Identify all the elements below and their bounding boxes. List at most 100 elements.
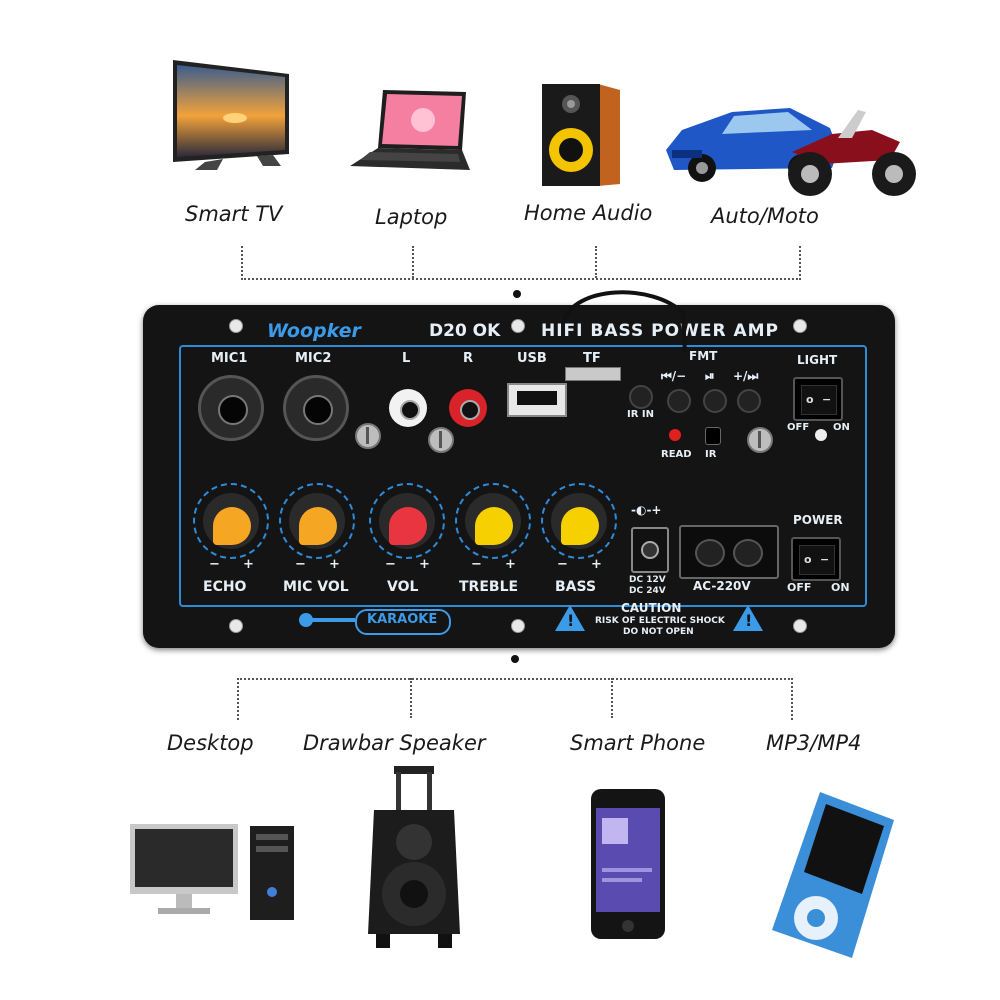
- mic1-jack[interactable]: [198, 375, 264, 441]
- smartphone-icon: [590, 788, 666, 940]
- echo-label: ECHO: [203, 579, 247, 595]
- tf-card-slot[interactable]: [565, 367, 621, 381]
- prev-button[interactable]: [667, 389, 691, 413]
- mic-vol-knob[interactable]: [279, 483, 355, 559]
- prev-label: ⏮/−: [661, 369, 687, 383]
- right-input-label: R: [463, 351, 474, 366]
- karaoke-badge: [355, 609, 451, 635]
- smart-tv-label: Smart TV: [185, 202, 283, 226]
- treble-plus: +: [505, 557, 516, 572]
- bottom-connector-line: [237, 678, 793, 720]
- usb-port[interactable]: [507, 383, 567, 417]
- auto-moto-label: Auto/Moto: [711, 204, 819, 228]
- laptop-label: Laptop: [375, 205, 448, 229]
- top-connector-mid-right: [595, 246, 597, 278]
- model-name: D20 OK: [429, 321, 501, 341]
- ac-power-socket[interactable]: [679, 525, 779, 579]
- mp3-mp4-label: MP3/MP4: [766, 731, 862, 755]
- next-button[interactable]: [737, 389, 761, 413]
- screw-icon: [511, 619, 525, 633]
- power-on-label: ON: [831, 581, 850, 594]
- light-on-label: ON: [833, 422, 850, 433]
- ir-label: IR: [705, 449, 717, 460]
- warning-triangle-icon: [733, 605, 763, 631]
- read-label: READ: [661, 449, 692, 460]
- vol-minus: −: [385, 557, 396, 572]
- dc-power-jack[interactable]: [631, 527, 669, 573]
- top-connector-dot: [513, 290, 521, 298]
- bottom-connector-mid-right: [611, 678, 613, 718]
- caution-title: CAUTION: [621, 601, 682, 615]
- microphone-handle: [311, 618, 355, 622]
- bass-plus: +: [591, 557, 602, 572]
- car-motorcycle-icon: [662, 90, 920, 202]
- rca-right-input[interactable]: [449, 389, 487, 427]
- screw-icon: [793, 619, 807, 633]
- rca-left-input[interactable]: [389, 389, 427, 427]
- light-off-label: OFF: [787, 422, 810, 433]
- amplifier-panel: Woopker D20 OK HIFI BASS POWER AMP MIC1 …: [143, 290, 895, 648]
- usb-cable: [561, 290, 687, 354]
- screw-icon: [793, 319, 807, 333]
- vol-label: VOL: [387, 579, 419, 595]
- speaker-icon: [540, 80, 622, 190]
- trim-pot-icon[interactable]: [747, 427, 773, 453]
- vol-knob[interactable]: [369, 483, 445, 559]
- treble-label: TREBLE: [459, 579, 519, 595]
- laptop-icon: [348, 88, 473, 178]
- light-label: LIGHT: [797, 353, 838, 367]
- mic-vol-minus: −: [295, 557, 306, 572]
- dc-voltage-line1: DC 12V: [629, 575, 666, 585]
- dc-voltage-line2: DC 24V: [629, 586, 666, 596]
- next-label: +/⏭: [733, 369, 759, 383]
- bottom-connector-dot: [511, 655, 519, 663]
- mic-vol-plus: +: [329, 557, 340, 572]
- trim-pot-icon[interactable]: [428, 427, 454, 453]
- bass-label: BASS: [555, 579, 597, 595]
- ir-receiver: [705, 427, 721, 445]
- drawbar-speaker-label: Drawbar Speaker: [303, 731, 486, 755]
- read-led: [669, 429, 681, 441]
- play-pause-button[interactable]: [703, 389, 727, 413]
- bass-minus: −: [557, 557, 568, 572]
- power-off-label: OFF: [787, 581, 812, 594]
- desktop-computer-icon: [128, 822, 298, 924]
- light-indicator: [815, 429, 827, 441]
- mic1-label: MIC1: [211, 351, 248, 366]
- brand-logo: Woopker: [267, 320, 361, 342]
- dc-polarity-icon: -◐-+: [631, 503, 662, 517]
- fmt-label: FMT: [689, 349, 718, 363]
- treble-minus: −: [471, 557, 482, 572]
- power-switch[interactable]: o−: [791, 537, 841, 581]
- top-connector-mid-left: [412, 246, 414, 278]
- mic2-label: MIC2: [295, 351, 332, 366]
- mic-vol-label: MIC VOL: [283, 579, 349, 595]
- caution-line2: DO NOT OPEN: [623, 627, 694, 637]
- trolley-speaker-icon: [366, 764, 462, 952]
- panel-title: HIFI BASS POWER AMP: [541, 321, 779, 341]
- echo-plus: +: [243, 557, 254, 572]
- home-audio-label: Home Audio: [524, 201, 653, 225]
- bass-knob[interactable]: [541, 483, 617, 559]
- echo-knob[interactable]: [193, 483, 269, 559]
- light-switch[interactable]: o−: [793, 377, 843, 421]
- desktop-label: Desktop: [167, 731, 254, 755]
- trim-pot-icon[interactable]: [355, 423, 381, 449]
- warning-triangle-icon: [555, 605, 585, 631]
- mp3-player-icon: [770, 790, 898, 960]
- ir-in-jack[interactable]: [629, 385, 653, 409]
- smart-tv-icon: [165, 58, 295, 173]
- screw-icon: [229, 619, 243, 633]
- smart-phone-label: Smart Phone: [570, 731, 706, 755]
- microphone-icon: [299, 613, 313, 627]
- caution-line1: RISK OF ELECTRIC SHOCK: [595, 616, 725, 626]
- play-label: ⏯: [705, 369, 715, 383]
- echo-minus: −: [209, 557, 220, 572]
- vol-plus: +: [419, 557, 430, 572]
- mic2-jack[interactable]: [283, 375, 349, 441]
- treble-knob[interactable]: [455, 483, 531, 559]
- ir-in-label: IR IN: [627, 409, 654, 420]
- ac-voltage-label: AC-220V: [693, 579, 751, 593]
- left-input-label: L: [402, 351, 411, 366]
- panel-frame: [179, 345, 867, 607]
